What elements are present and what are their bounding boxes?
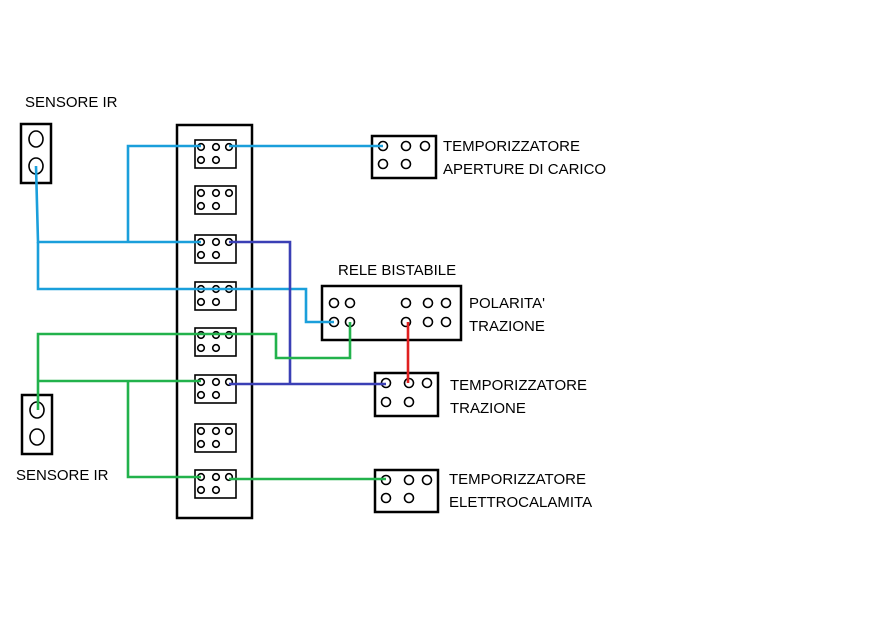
sensor-ir-top-label: SENSORE IR <box>25 94 118 111</box>
timer-aperture-label-1: TEMPORIZZATORE <box>443 138 580 155</box>
timer-aperture-label-2: APERTURE DI CARICO <box>443 161 606 178</box>
terminal-block-7 <box>194 423 237 453</box>
terminal-block-5 <box>194 327 237 357</box>
sensor-ir-bottom <box>20 393 54 456</box>
rele-bistabile <box>320 284 463 342</box>
terminal-block-3 <box>194 234 237 264</box>
terminal-block-8 <box>194 469 237 499</box>
terminal-blocks <box>194 139 237 499</box>
timer-trazione-label-2: TRAZIONE <box>450 400 526 417</box>
wire-cyan-sensor-to-relay <box>36 242 334 324</box>
timer-trazione-label-1: TEMPORIZZATORE <box>450 377 587 394</box>
terminal-strip <box>175 123 254 520</box>
wires <box>34 144 410 481</box>
terminal-block-2 <box>194 185 237 215</box>
terminal-block-1 <box>194 139 237 169</box>
wire-cyan-bus-up <box>126 144 201 242</box>
sensor-ir-bottom-label: SENSORE IR <box>16 467 109 484</box>
rele-bistabile-label: RELE BISTABILE <box>338 262 456 279</box>
timer-elettrocalamita-label-2: ELETTROCALAMITA <box>449 494 592 511</box>
timer-trazione <box>373 371 440 418</box>
timer-aperture-di-carico <box>370 134 438 180</box>
polarita-label-2: TRAZIONE <box>469 318 545 335</box>
timer-elettrocalamita-label-1: TEMPORIZZATORE <box>449 471 586 488</box>
wire-green-terminal5-to-sensor <box>36 332 201 410</box>
terminal-block-4 <box>194 281 237 311</box>
wire-green-bus-to-terminal8 <box>126 381 201 479</box>
terminal-block-6 <box>194 374 237 404</box>
polarita-label-1: POLARITA' <box>469 295 545 312</box>
timer-elettrocalamita <box>373 468 440 514</box>
wire-green-relay-to-terminal5 <box>201 322 352 360</box>
wire-blue-terminal3-to-timer-trazione <box>229 240 292 384</box>
